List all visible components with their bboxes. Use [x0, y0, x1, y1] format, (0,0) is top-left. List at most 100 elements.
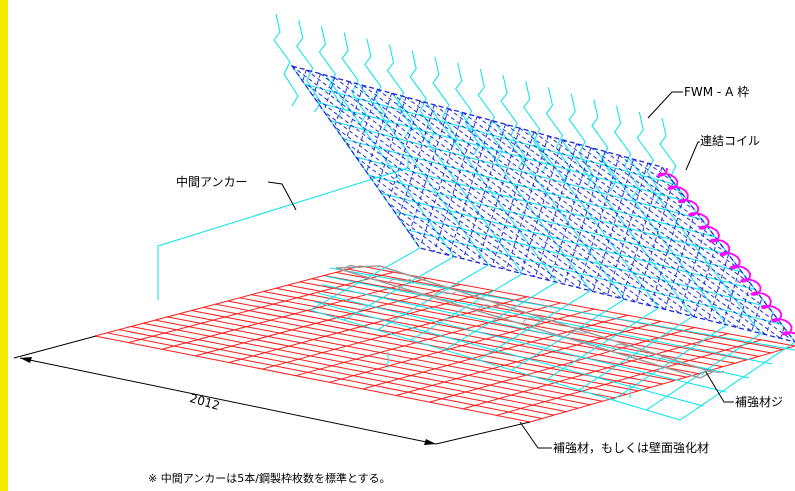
reinforcement-longitudinal-bar [118, 329, 555, 416]
zigzag-wire [386, 44, 413, 137]
reinforcement-transverse-bar [295, 302, 561, 377]
frame-diagonal-wire [505, 123, 780, 325]
frame-diagonal-wire [679, 226, 707, 314]
frame-diagonal-wire [578, 155, 620, 288]
plate-fold [433, 291, 456, 297]
frame-diagonal-wire [751, 299, 762, 332]
frame-diagonal-wire [400, 218, 450, 256]
frame-base-wires [309, 247, 795, 421]
frame-diagonal-wire [390, 204, 464, 260]
frame-diagonal-wire [448, 120, 492, 256]
frame-diagonal-wire [491, 131, 535, 267]
frame-diagonal-wire [477, 128, 521, 263]
frame-diagonal-wire [506, 135, 549, 270]
zigzag-wire [318, 26, 344, 119]
plate-fold [388, 278, 411, 284]
frame-diagonal-wire [346, 142, 522, 274]
frame-horizontal-wire [343, 138, 716, 238]
frame-diagonal-wire [336, 127, 536, 278]
reinforcement-transverse-bar [262, 296, 528, 370]
reinforcement-longitudinal-bar [323, 275, 759, 357]
reinforcement-longitudinal-bar [359, 265, 795, 347]
zigzag-wire [568, 93, 594, 186]
anchor-rod [157, 156, 409, 300]
zigzag-wire [364, 38, 390, 131]
frame-base-cross-wire [309, 309, 681, 421]
reinforcement-longitudinal-bar [251, 294, 687, 378]
frame-horizontal-wire [317, 101, 689, 203]
left-edge-bar [0, 0, 8, 491]
frame-mesh-light [291, 65, 795, 343]
frame-base-wire [444, 281, 557, 351]
frame-diagonal-wire [302, 69, 307, 81]
frame-panel-outline [290, 64, 795, 343]
frame-mesh-diagonal [290, 64, 795, 343]
reinforcement-transverse-bar [529, 345, 795, 423]
zigzag-wire [591, 99, 617, 192]
reinforcement-longitudinal-bar [131, 325, 567, 413]
reinforcement-transverse-bar [161, 277, 428, 350]
zigzag-wire [545, 87, 572, 180]
zigzag-wire [523, 81, 549, 174]
frame-diagonal-wire [420, 112, 464, 246]
frame-base-wire [545, 307, 659, 381]
frame-diagonal-wire [707, 254, 729, 321]
leader-fwm-frame [647, 91, 683, 119]
frame-base-wire [477, 290, 591, 361]
dimension-extension-right [435, 421, 531, 445]
label-reinforcement-j: 補強材ジ [735, 395, 783, 409]
label-connecting-coil: 連結コイル [700, 134, 760, 148]
frame-diagonal-wire [409, 108, 450, 231]
frame-diagonal-wire [736, 285, 751, 328]
frame-diagonal-wire [519, 127, 770, 311]
zigzag-wire [455, 62, 481, 156]
frame-diagonal-wire [533, 131, 759, 297]
leader-connecting-coil [685, 141, 700, 171]
plate-fold [343, 265, 367, 271]
leader-intermediate-anchor [267, 181, 297, 211]
frame-diagonal-wire [647, 162, 673, 182]
reinforcement-longitudinal-bar [239, 297, 675, 382]
connecting-plate [335, 265, 725, 379]
frame-diagonal-wire [313, 73, 321, 96]
frame-diagonal-wire [433, 116, 478, 252]
frame-diagonal-wire [592, 159, 635, 292]
footnote: ※ 中間アンカーは5本/鋼製枠枚数を標準とする。 [148, 471, 391, 485]
frame-horizontal-wire [407, 229, 782, 325]
frame-diagonal-wire [462, 124, 506, 259]
frame-diagonal-wire [381, 189, 478, 263]
frame-diagonal-wire [621, 166, 663, 299]
reinforcement-longitudinal-bar [143, 322, 579, 409]
frame-diagonal-wire [619, 154, 693, 209]
frame-diagonal-wire [410, 233, 435, 253]
reinforcement-longitudinal-bar [275, 287, 711, 371]
frame-base-wire [646, 333, 762, 411]
frame-top-zigzag-wires [273, 13, 685, 211]
reinforcement-longitudinal-bar [203, 306, 639, 392]
frame-base-wire [343, 256, 455, 321]
leader-lines [267, 91, 734, 449]
zigzag-wire [659, 117, 685, 211]
reinforcement-longitudinal-bar [191, 310, 627, 395]
frame-horizontal-wire [355, 156, 729, 255]
reinforcement-longitudinal-bar [106, 332, 543, 420]
reinforcement-longitudinal-bar [335, 271, 772, 354]
reinforcement-longitudinal-bar [227, 300, 663, 385]
frame-diagonal-wire [387, 100, 421, 202]
dimension-extension-left [13, 335, 97, 359]
frame-base-cross-wire [329, 267, 795, 351]
frame-diagonal-wire [780, 327, 785, 339]
frame-diagonal-wire [650, 197, 685, 306]
zigzag-wire [477, 68, 503, 162]
frame-base-wire [679, 341, 795, 421]
reinforcement-longitudinal-bar [167, 316, 603, 402]
reinforcement-longitudinal-bar [155, 319, 591, 406]
frame-diagonal-wire [534, 143, 578, 278]
reinforcement-transverse-bar [329, 308, 595, 383]
plate-fold [522, 317, 546, 323]
frame-diagonal-wire [765, 313, 774, 335]
reinforcement-transverse-bar [94, 265, 361, 337]
zigzag-wire [296, 20, 322, 113]
zigzag-wire [500, 75, 526, 168]
